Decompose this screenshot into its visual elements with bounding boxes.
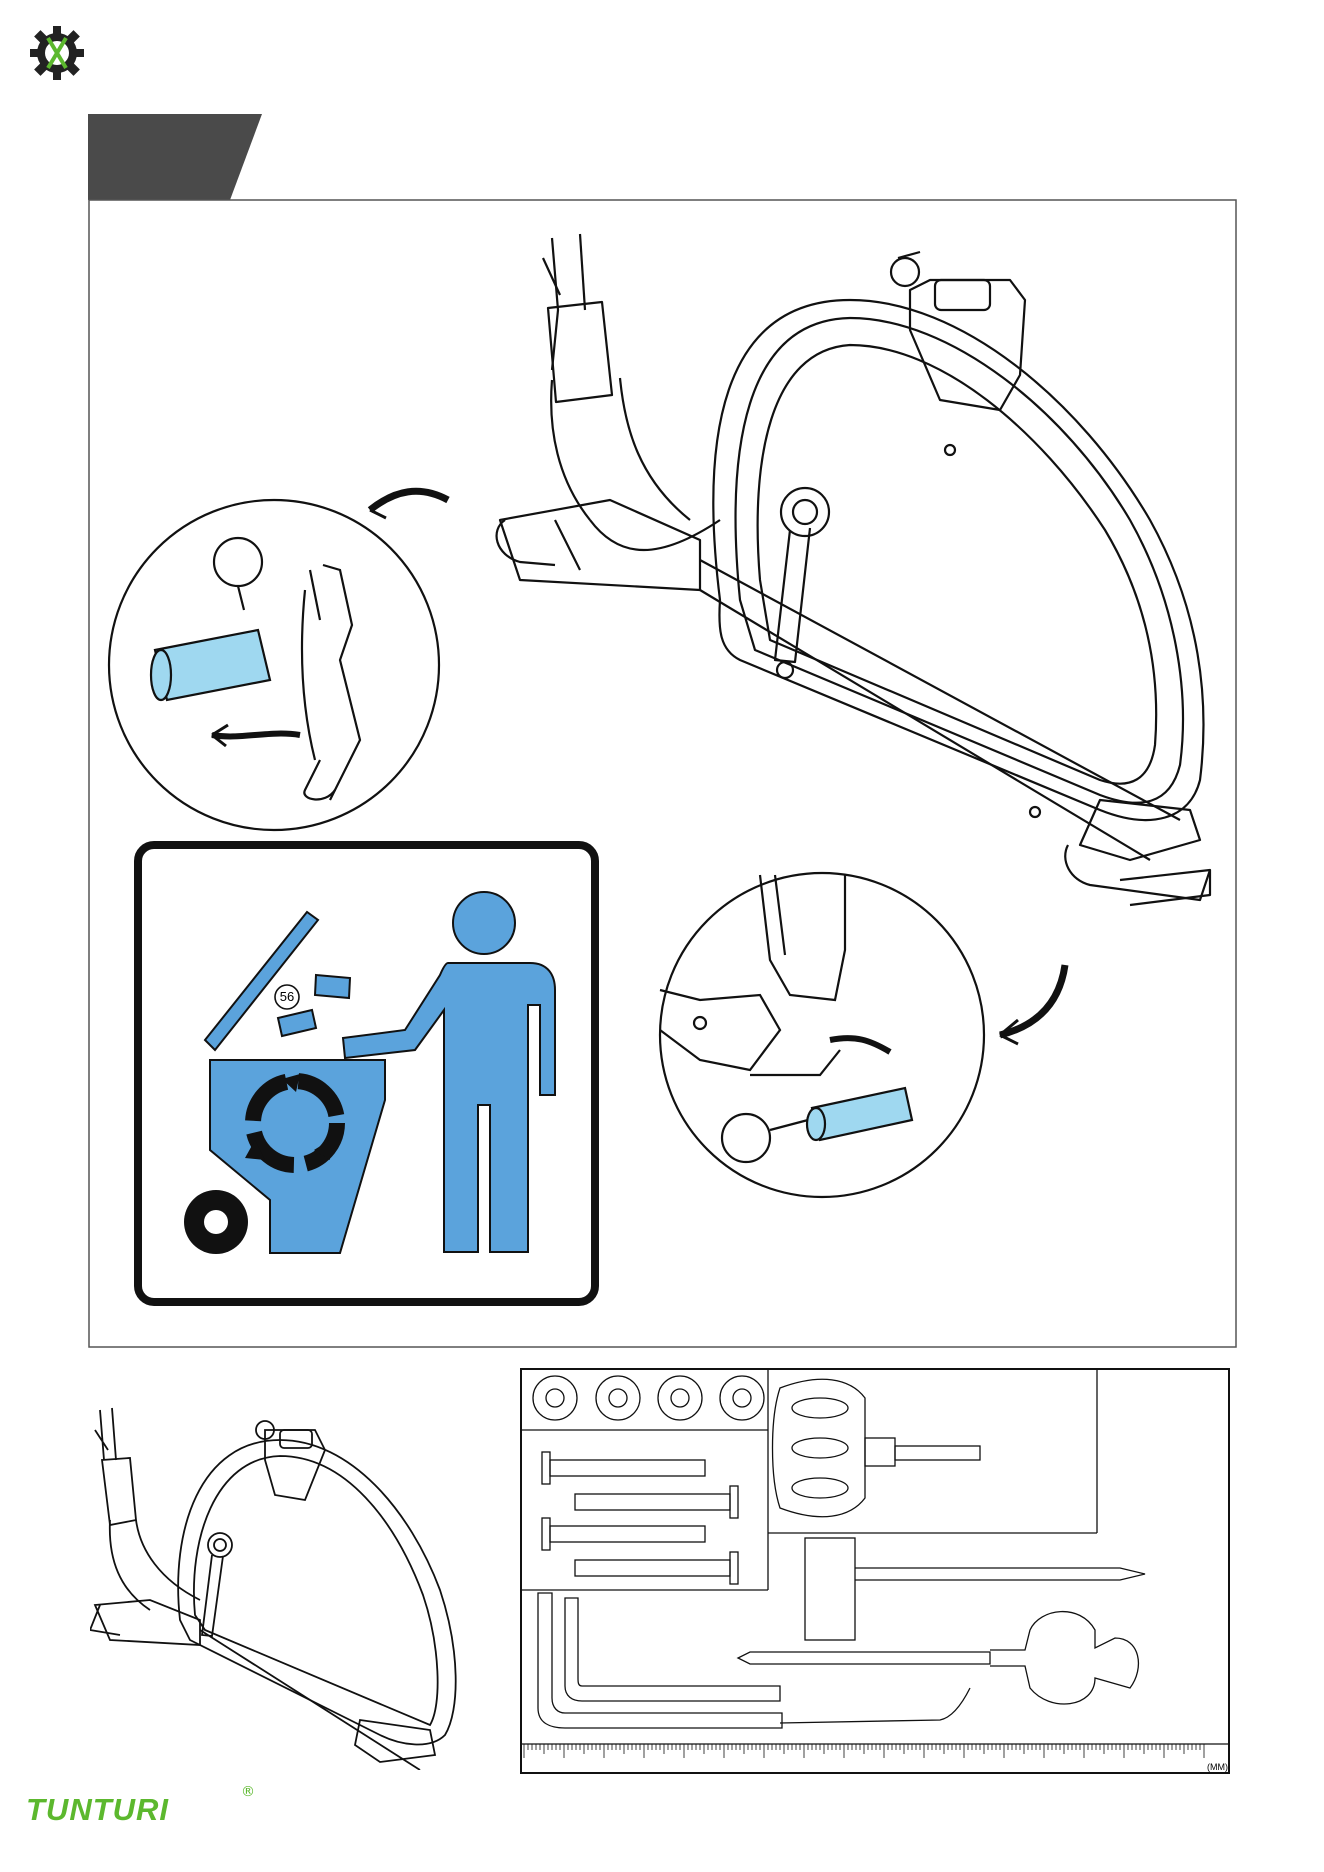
- ruler-unit-label: (MM): [1207, 1762, 1228, 1772]
- dispose-panel: [138, 845, 595, 1302]
- brand-registered-mark: ®: [241, 1784, 255, 1800]
- arrow-top: [370, 491, 448, 510]
- callout-circle-bottom: [660, 873, 984, 1197]
- brand-logo: TUNTURI: [26, 1792, 169, 1828]
- arrow-bottom: [1000, 965, 1065, 1035]
- part-number-label: 56: [274, 986, 300, 1008]
- bolts: [542, 1452, 738, 1584]
- washers: [533, 1376, 764, 1420]
- exercise-bike-illustration: [497, 234, 1210, 905]
- callout-circle-top: [109, 500, 439, 830]
- adjustment-knob: [773, 1379, 981, 1516]
- discarded-cap-1: [315, 975, 350, 998]
- screwdriver-tool: [738, 1612, 1138, 1704]
- bike-thumbnail: [90, 1390, 510, 1770]
- allen-keys: [538, 1593, 970, 1728]
- main-illustration-frame: 56: [0, 0, 1324, 1360]
- spanner-tool: [805, 1538, 1145, 1640]
- tools-panel: (MM): [520, 1368, 1232, 1778]
- ruler: [524, 1744, 1204, 1758]
